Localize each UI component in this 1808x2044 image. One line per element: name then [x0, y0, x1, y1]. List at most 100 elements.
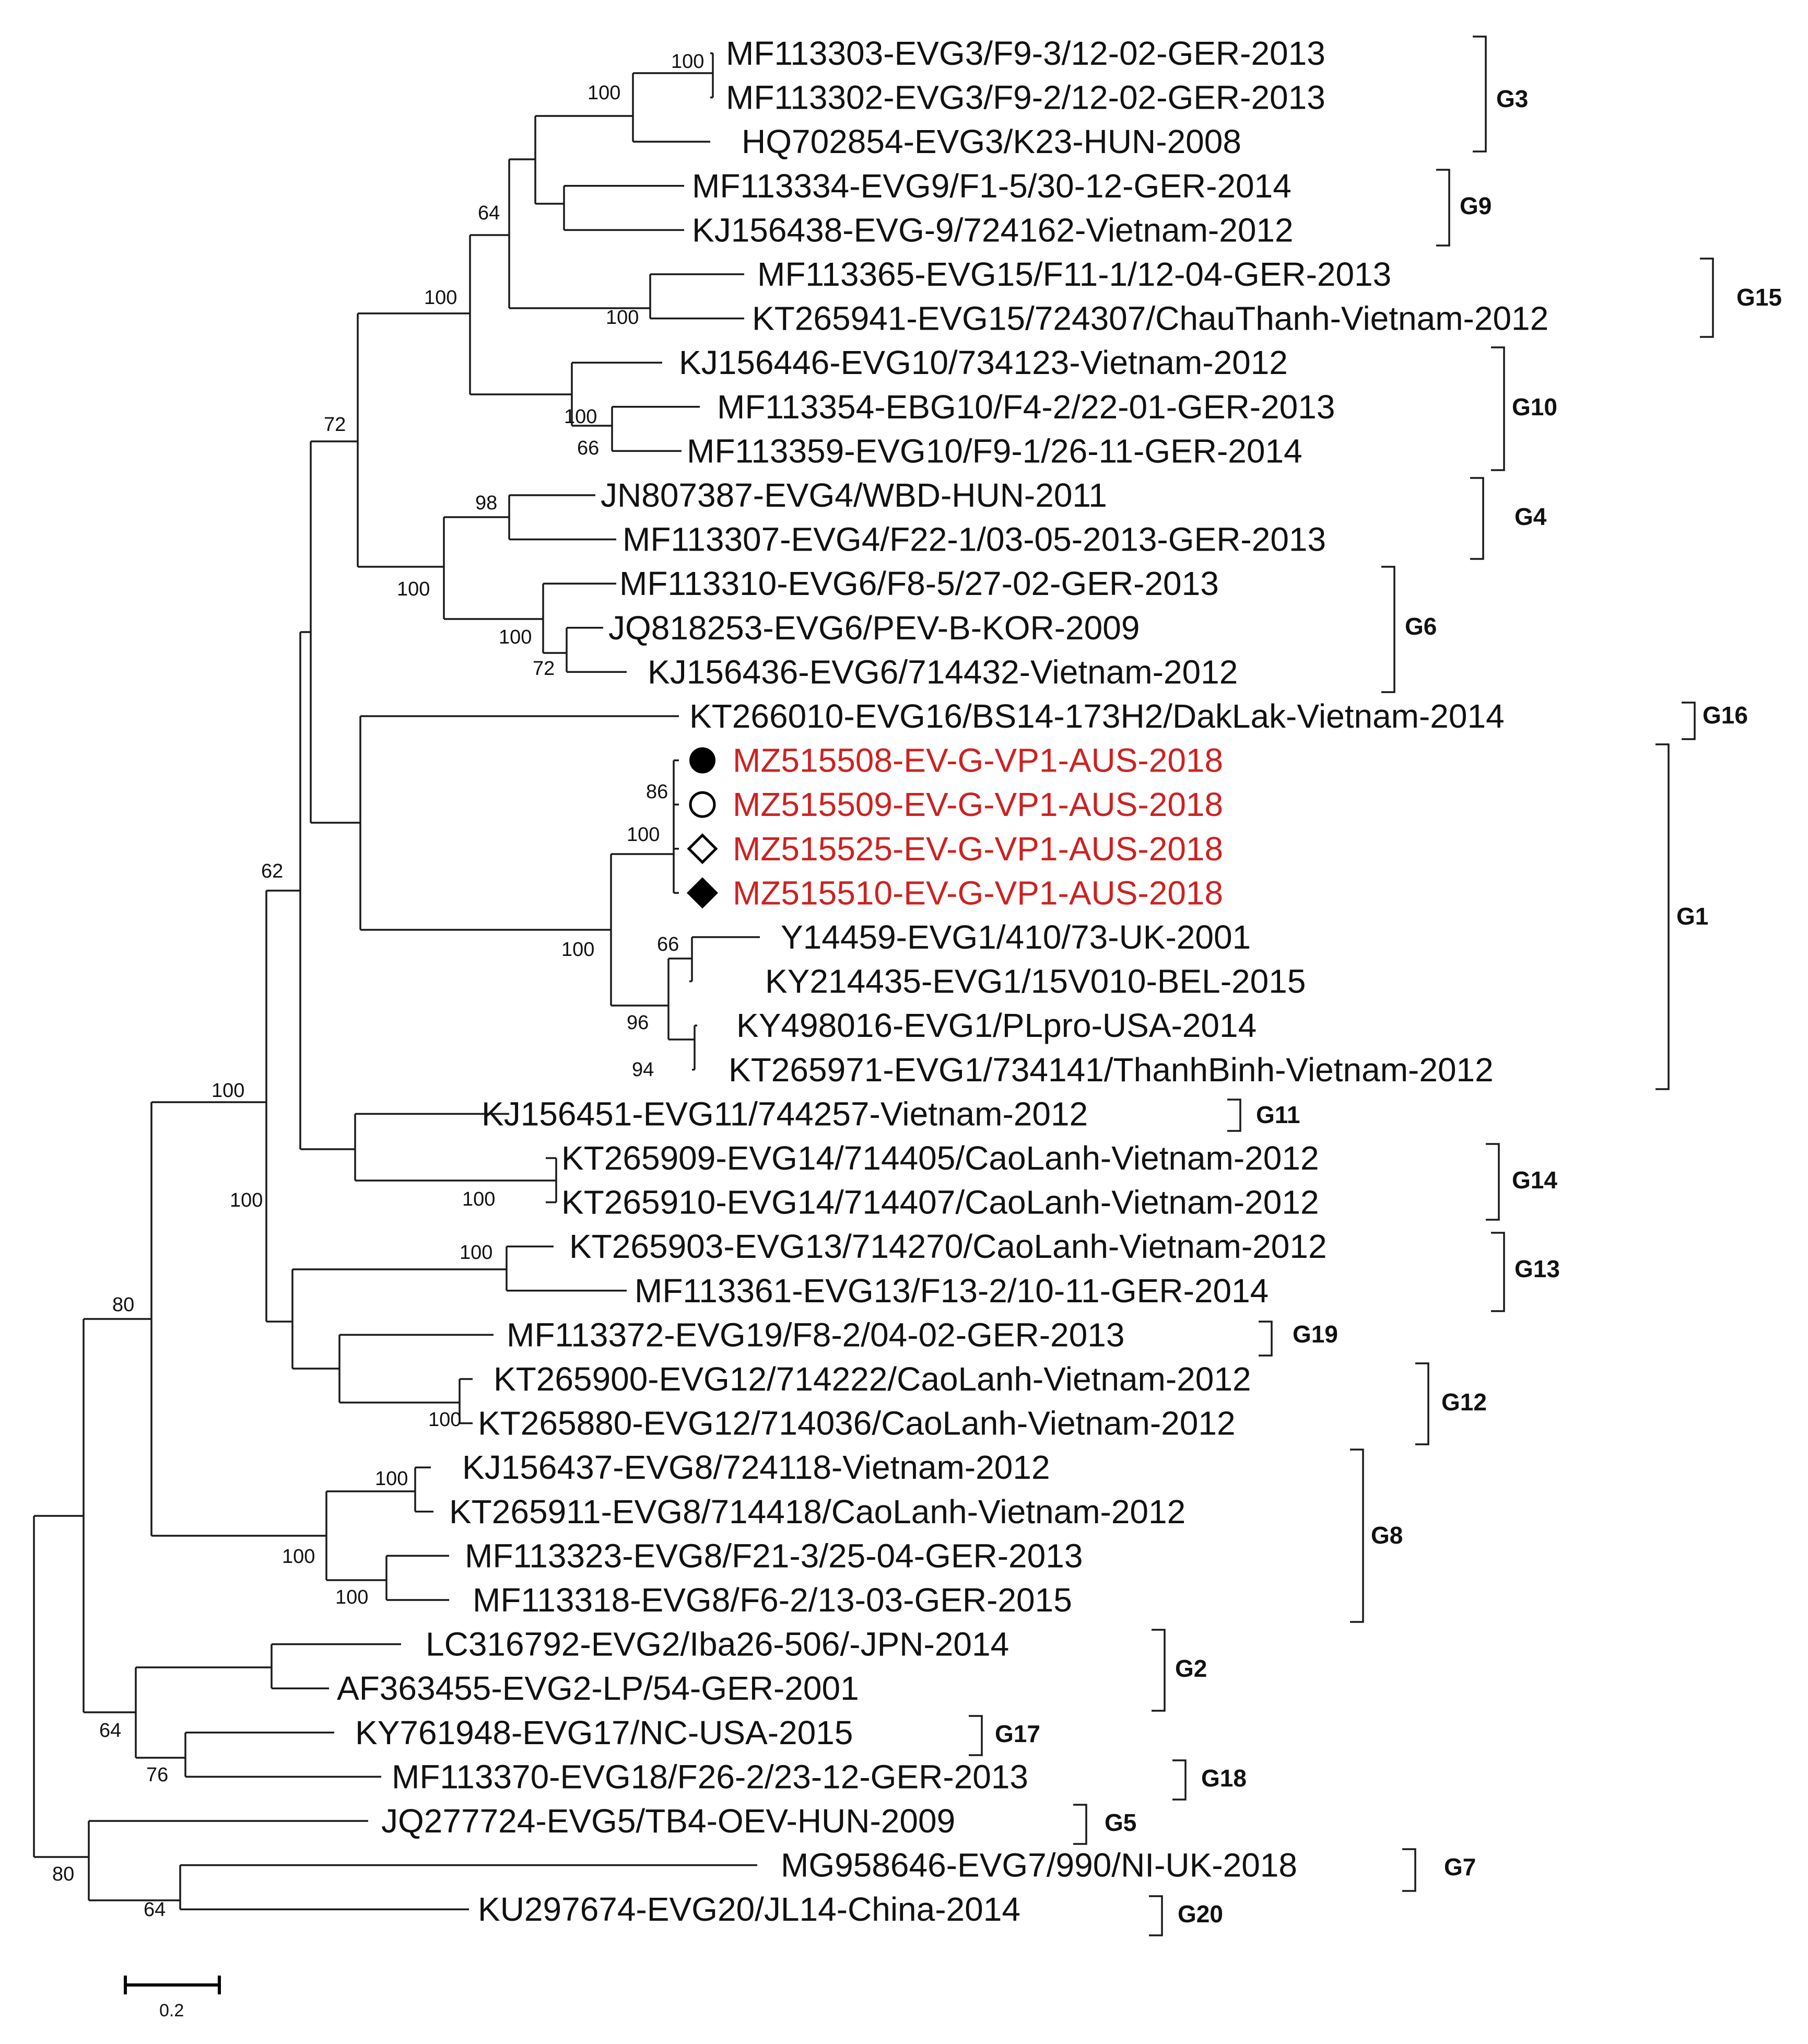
bootstrap-value: 64 — [144, 1899, 166, 1921]
genotype-bracket — [1491, 1232, 1505, 1312]
bootstrap-value: 100 — [428, 1409, 461, 1431]
taxon-label: MZ515509-EV-G-VP1-AUS-2018 — [733, 786, 1223, 823]
taxon-label: MF113372-EVG19/F8-2/04-02-GER-2013 — [507, 1316, 1124, 1353]
taxon-label: KT265971-EVG1/734141/ThanhBinh-Vietnam-2… — [729, 1051, 1494, 1089]
taxon-label: KT265941-EVG15/724307/ChauThanh-Vietnam-… — [752, 300, 1548, 337]
filled-diamond-icon — [687, 877, 718, 909]
taxon-label: KT265900-EVG12/714222/CaoLanh-Vietnam-20… — [494, 1360, 1251, 1398]
taxon-label: KY214435-EVG1/15V010-BEL-2015 — [765, 963, 1306, 1000]
genotype-label: G20 — [1178, 1900, 1223, 1928]
taxon-label: MZ515510-EV-G-VP1-AUS-2018 — [733, 874, 1223, 912]
genotype-bracket — [1473, 36, 1487, 153]
bootstrap-value: 64 — [478, 202, 500, 224]
taxon-label: MF113303-EVG3/F9-3/12-02-GER-2013 — [726, 34, 1325, 72]
bootstrap-value: 66 — [657, 933, 679, 955]
genotype-label: G14 — [1512, 1166, 1557, 1194]
bootstrap-value: 96 — [627, 1012, 649, 1034]
genotype-label: G7 — [1444, 1853, 1476, 1881]
bootstrap-value: 100 — [230, 1189, 263, 1211]
taxon-label: MF113307-EVG4/F22-1/03-05-2013-GER-2013 — [623, 521, 1326, 558]
taxon-label: LC316792-EVG2/Iba26-506/-JPN-2014 — [426, 1626, 1009, 1663]
taxon-label: MF113359-EVG10/F9-1/26-11-GER-2014 — [687, 432, 1302, 470]
genotype-bracket — [1259, 1321, 1273, 1357]
genotype-label: G13 — [1515, 1255, 1560, 1282]
genotype-label: G2 — [1175, 1655, 1207, 1682]
genotype-bracket — [1491, 346, 1505, 471]
bootstrap-value: 100 — [499, 626, 532, 648]
genotype-bracket — [1073, 1804, 1087, 1845]
bootstrap-value: 100 — [397, 578, 430, 600]
genotype-bracket — [969, 1715, 983, 1756]
bootstrap-value: 100 — [627, 824, 660, 846]
open-circle-icon — [689, 791, 716, 818]
genotype-bracket — [1486, 1143, 1500, 1221]
genotype-label: G6 — [1405, 613, 1437, 640]
taxon-label: KJ156451-EVG11/744257-Vietnam-2012 — [482, 1095, 1088, 1132]
bootstrap-value: 62 — [261, 860, 283, 882]
genotype-label: G17 — [995, 1720, 1040, 1747]
bootstrap-value: 100 — [588, 82, 620, 104]
taxon-label: MZ515525-EV-G-VP1-AUS-2018 — [733, 830, 1223, 868]
taxon-label: KJ156446-EVG10/734123-Vietnam-2012 — [679, 344, 1288, 381]
genotype-label: G4 — [1515, 503, 1547, 530]
taxon-label: JQ818253-EVG6/PEV-B-KOR-2009 — [608, 609, 1140, 647]
genotype-label: G19 — [1293, 1321, 1338, 1348]
bootstrap-value: 94 — [632, 1059, 654, 1081]
bootstrap-value: 80 — [52, 1863, 74, 1885]
genotype-bracket — [1152, 1629, 1166, 1712]
bootstrap-value: 100 — [462, 1188, 495, 1210]
bootstrap-value: 100 — [671, 51, 704, 73]
bootstrap-value: 80 — [112, 1294, 134, 1316]
taxon-label: MF113370-EVG18/F26-2/23-12-GER-2013 — [392, 1758, 1028, 1795]
bootstrap-value: 64 — [99, 1720, 121, 1742]
genotype-bracket — [1436, 169, 1450, 247]
taxon-label: HQ702854-EVG3/K23-HUN-2008 — [742, 123, 1241, 160]
genotype-bracket — [1656, 743, 1670, 1090]
genotype-bracket — [1381, 566, 1395, 693]
taxon-label: KJ156437-EVG8/724118-Vietnam-2012 — [462, 1449, 1050, 1486]
genotype-label: G12 — [1441, 1388, 1487, 1416]
genotype-label: G11 — [1256, 1101, 1300, 1128]
taxon-label: KT265909-EVG14/714405/CaoLanh-Vietnam-20… — [561, 1139, 1319, 1177]
taxon-label: KY761948-EVG17/NC-USA-2015 — [355, 1714, 853, 1751]
taxon-label: KT266010-EVG16/BS14-173H2/DakLak-Vietnam… — [689, 697, 1505, 735]
genotype-bracket — [1350, 1449, 1364, 1623]
genotype-label: G5 — [1105, 1809, 1136, 1836]
bootstrap-value: 66 — [577, 437, 599, 459]
taxon-label: MF113310-EVG6/F8-5/27-02-GER-2013 — [619, 565, 1219, 602]
genotype-label: G3 — [1496, 85, 1528, 112]
taxon-label: MG958646-EVG7/990/NI-UK-2018 — [781, 1847, 1297, 1884]
taxon-label: MF113323-EVG8/F21-3/25-04-GER-2013 — [465, 1537, 1083, 1574]
taxon-label: MF113318-EVG8/F6-2/13-03-GER-2015 — [473, 1581, 1072, 1619]
taxon-label: KJ156436-EVG6/714432-Vietnam-2012 — [648, 653, 1238, 691]
bootstrap-value: 98 — [475, 492, 497, 514]
genotype-label: G16 — [1703, 702, 1748, 729]
genotype-label: G8 — [1371, 1522, 1403, 1549]
genotype-label: G1 — [1676, 903, 1708, 930]
genotype-bracket — [1227, 1099, 1241, 1132]
taxon-label: MF113361-EVG13/F13-2/10-11-GER-2014 — [635, 1272, 1269, 1310]
taxon-label: KT265910-EVG14/714407/CaoLanh-Vietnam-20… — [561, 1184, 1319, 1221]
bootstrap-value: 100 — [282, 1546, 315, 1568]
genotype-bracket — [1149, 1895, 1163, 1936]
taxon-label: JQ277724-EVG5/TB4-OEV-HUN-2009 — [381, 1802, 955, 1840]
taxon-label: AF363455-EVG2-LP/54-GER-2001 — [337, 1669, 859, 1707]
taxon-label: KT265880-EVG12/714036/CaoLanh-Vietnam-20… — [478, 1405, 1236, 1442]
taxon-label: Y14459-EVG1/410/73-UK-2001 — [781, 918, 1251, 956]
taxon-label: MF113302-EVG3/F9-2/12-02-GER-2013 — [726, 79, 1325, 116]
taxon-label: MF113354-EBG10/F4-2/22-01-GER-2013 — [717, 388, 1335, 426]
taxon-label: MF113365-EVG15/F11-1/12-04-GER-2013 — [757, 255, 1391, 293]
taxon-label: KT265903-EVG13/714270/CaoLanh-Vietnam-20… — [569, 1228, 1327, 1265]
taxon-label: KU297674-EVG20/JL14-China-2014 — [478, 1890, 1020, 1928]
taxon-label: KY498016-EVG1/PLpro-USA-2014 — [736, 1007, 1257, 1044]
bootstrap-value: 100 — [335, 1586, 368, 1608]
genotype-bracket — [1470, 477, 1484, 560]
bootstrap-value: 72 — [324, 414, 346, 436]
bootstrap-value: 100 — [564, 406, 597, 428]
bootstrap-value: 100 — [375, 1468, 408, 1490]
filled-circle-icon — [689, 747, 715, 774]
taxon-label: MZ515508-EV-G-VP1-AUS-2018 — [733, 742, 1223, 779]
bootstrap-value: 100 — [212, 1080, 244, 1102]
genotype-bracket — [1682, 702, 1696, 740]
bootstrap-value: 76 — [146, 1764, 168, 1786]
